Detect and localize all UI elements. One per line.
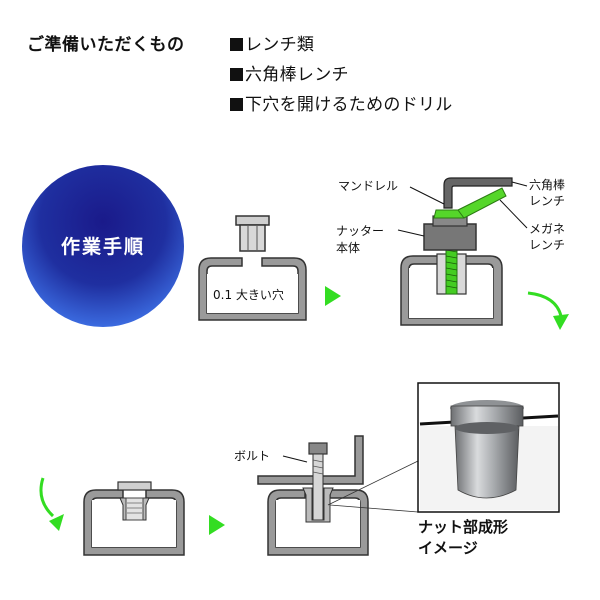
curved-arrow-icon [39, 477, 64, 531]
badge-label: 作業手順 [61, 235, 145, 258]
nutter-label-1: ナッター [336, 224, 384, 238]
step4-bolt-fastening: ボルト [234, 435, 419, 556]
formed-nut-photo [417, 382, 560, 513]
hex-wrench [443, 177, 513, 209]
prep-item-wrenches: レンチ類 [230, 30, 314, 55]
megane-wrench [457, 187, 507, 219]
step1-hole: 0.1 大きい穴 [198, 215, 307, 321]
step3-crimped-nut [83, 481, 185, 556]
bolt-label: ボルト [234, 449, 270, 463]
megane-label-1: メガネ [529, 222, 565, 236]
hex-wrench-label-1: 六角棒 [529, 178, 565, 192]
square-bullet-icon [230, 68, 243, 81]
rivet-nut-icon [235, 215, 270, 252]
hex-wrench-label-2: レンチ [529, 194, 565, 208]
prep-title: ご準備いただくもの [27, 35, 185, 55]
nutter-label-2: 本体 [336, 241, 360, 255]
photo-caption-line-1: ナット部成形 [418, 518, 508, 536]
step2-tool-setup: マンドレル 六角棒 レンチ メガネ レンチ ナッター 本体 [336, 177, 565, 326]
square-bullet-icon [230, 38, 243, 51]
mandrel-label: マンドレル [338, 179, 398, 193]
procedure-badge: 作業手順 [22, 165, 184, 327]
nutter-body [423, 223, 477, 251]
hole-size-label: 0.1 大きい穴 [213, 287, 284, 302]
rivet-nut-icon [117, 481, 152, 521]
megane-label-2: レンチ [529, 238, 565, 252]
square-bullet-icon [230, 98, 243, 111]
curved-arrow-icon [527, 291, 569, 330]
arrow-right-icon [325, 286, 341, 306]
photo-caption-line-2: イメージ [418, 539, 478, 557]
arrow-right-icon [209, 515, 225, 535]
rivet-nut-icon [302, 487, 334, 523]
prep-item-drill: 下穴を開けるためのドリル [230, 90, 453, 115]
prep-item-hex-wrench: 六角棒レンチ [230, 60, 349, 85]
